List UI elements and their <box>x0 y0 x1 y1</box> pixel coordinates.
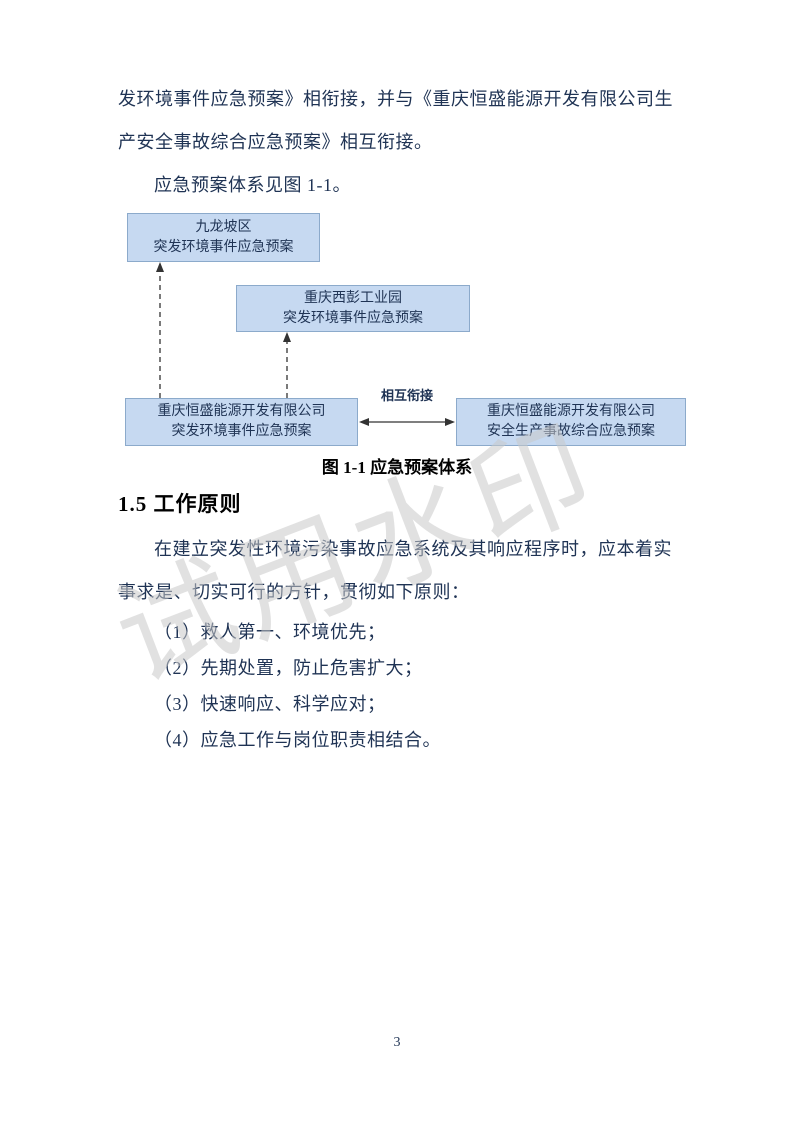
intro-line-1: 发环境事件应急预案》相衔接，并与《重庆恒盛能源开发有限公司生 <box>118 89 673 109</box>
list-item-2: （2）先期处置，防止危害扩大； <box>154 658 423 678</box>
intro-line-2: 产安全事故综合应急预案》相互衔接。 <box>118 132 433 152</box>
diagram-box-company-safety-line1: 重庆恒盛能源开发有限公司 <box>487 404 655 419</box>
principles-list: （1）救人第一、环境优先； （2）先期处置，防止危害扩大； （3）快速响应、科学… <box>118 614 676 758</box>
diagram-arrows <box>156 262 455 426</box>
diagram-box-company-env-line2: 突发环境事件应急预案 <box>171 424 312 439</box>
diagram-box-park-line2: 突发环境事件应急预案 <box>283 310 423 326</box>
diagram-box-company-safety: 重庆恒盛能源开发有限公司 安全生产事故综合应急预案 <box>456 398 686 446</box>
list-item-1: （1）救人第一、环境优先； <box>154 622 386 642</box>
page-number: 3 <box>393 1035 401 1050</box>
list-item-4: （4）应急工作与岗位职责相结合。 <box>154 730 441 750</box>
intro-line-3: 应急预案体系见图 1-1。 <box>154 175 351 195</box>
diagram-box-company-safety-line2: 安全生产事故综合应急预案 <box>487 424 655 439</box>
diagram-box-district: 九龙坡区 突发环境事件应急预案 <box>127 213 320 262</box>
diagram-link-label: 相互衔接 <box>380 388 433 403</box>
section-heading: 1.5 工作原则 <box>118 492 242 516</box>
figure-caption: 图 1-1 应急预案体系 <box>321 458 473 477</box>
page-content: 发环境事件应急预案》相衔接，并与《重庆恒盛能源开发有限公司生 产安全事故综合应急… <box>118 78 686 758</box>
section-para-line-2: 事求是、切实可行的方针，贯彻如下原则： <box>118 582 470 602</box>
list-item-3: （3）快速响应、科学应对； <box>154 694 386 714</box>
diagram-box-park-line1: 重庆西彭工业园 <box>304 290 402 306</box>
diagram-box-company-env-line1: 重庆恒盛能源开发有限公司 <box>157 404 326 419</box>
diagram-box-district-line2: 突发环境事件应急预案 <box>153 239 294 255</box>
section-paragraph: 在建立突发性环境污染事故应急系统及其响应程序时，应本着实 事求是、切实可行的方针… <box>118 528 676 614</box>
diagram-box-park: 重庆西彭工业园 突发环境事件应急预案 <box>236 285 470 332</box>
figure-diagram: 九龙坡区 突发环境事件应急预案 重庆西彭工业园 突发环境事件应急预案 重庆恒盛能… <box>118 213 686 448</box>
diagram-box-district-line1: 九龙坡区 <box>195 219 252 235</box>
section-para-line-1: 在建立突发性环境污染事故应急系统及其响应程序时，应本着实 <box>154 539 672 559</box>
diagram-box-company-env: 重庆恒盛能源开发有限公司 突发环境事件应急预案 <box>125 398 358 446</box>
